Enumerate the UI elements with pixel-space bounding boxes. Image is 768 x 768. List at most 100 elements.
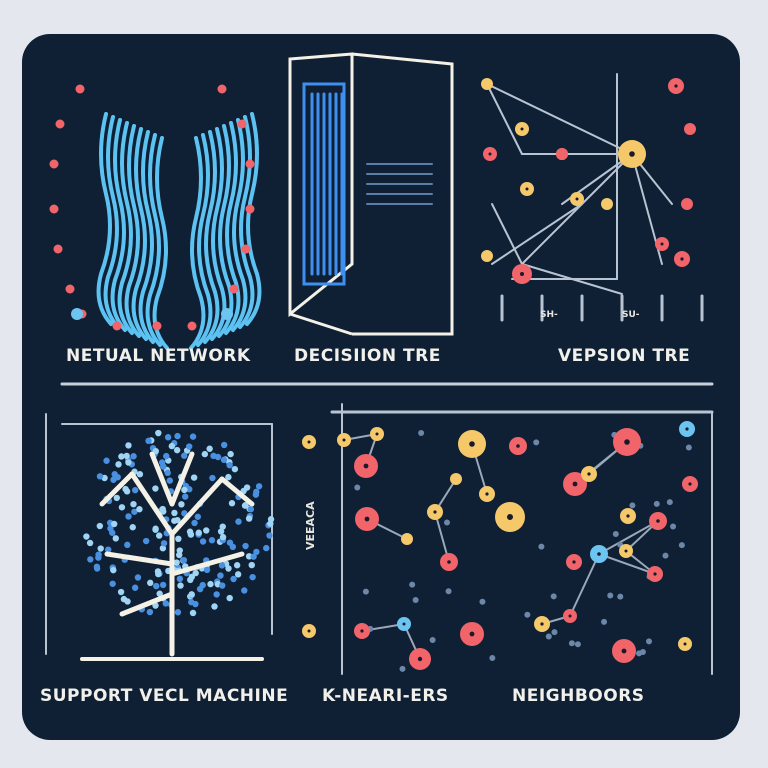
svm-leaf-dot (178, 501, 184, 507)
neuron-node (54, 245, 63, 254)
knn-node (450, 473, 462, 485)
node-center (360, 629, 363, 632)
label-version-tree: VEPSION TRE (558, 346, 690, 366)
svm-leaf-dot (164, 470, 170, 476)
neuron-node (113, 322, 122, 331)
node-center (680, 257, 683, 260)
svm-leaf-dot (160, 506, 166, 512)
label-knn: K-NEARI-ERS (322, 686, 449, 706)
neuron-node (246, 160, 255, 169)
svm-leaf-dot (113, 535, 119, 541)
knn-small-dot (479, 599, 485, 605)
svm-leaf-dot (152, 485, 158, 491)
node-center (521, 128, 524, 131)
graph-edge (522, 154, 632, 264)
knn-small-dot (524, 612, 530, 618)
svm-leaf-dot (219, 582, 225, 588)
svm-leaf-dot (227, 451, 233, 457)
label-neighbors: NEIGHBOORS (512, 686, 645, 706)
knn-small-dot (613, 531, 619, 537)
knn-small-dot (679, 542, 685, 548)
node-center (376, 433, 379, 436)
svm-leaf-dot (124, 488, 130, 494)
svm-leaf-dot (253, 489, 259, 495)
neuron-node (246, 205, 255, 214)
node-center (653, 572, 656, 575)
knn-small-dot (363, 589, 369, 595)
svm-leaf-dot (234, 562, 240, 568)
knn-small-dot (413, 597, 419, 603)
svm-leaf-dot (136, 506, 142, 512)
knn-small-dot (533, 439, 539, 445)
node-center (572, 560, 575, 563)
node-center (470, 632, 475, 637)
node-center (364, 464, 369, 469)
knn-small-dot (617, 594, 623, 600)
svm-leaf-dot (137, 471, 143, 477)
svm-leaf-dot (174, 447, 180, 453)
svm-leaf-dot (235, 571, 241, 577)
svm-leaf-dot (161, 540, 167, 546)
svm-leaf-dot (196, 530, 202, 536)
svm-leaf-dot (225, 565, 231, 571)
svm-leaf-dot (195, 514, 201, 520)
node-center (365, 517, 370, 522)
knn-small-dot (551, 629, 557, 635)
svm-leaf-dot (207, 581, 213, 587)
svm-tree-branch (172, 454, 192, 504)
neuron-node (50, 160, 59, 169)
node-center (597, 552, 601, 556)
svm-leaf-dot (220, 523, 226, 529)
svm-leaf-dot (189, 574, 195, 580)
svm-leaf-dot (210, 453, 216, 459)
svm-tree-branch (107, 554, 172, 564)
neuron-node (230, 285, 239, 294)
svm-leaf-dot (87, 556, 93, 562)
knn-small-dot (646, 638, 652, 644)
svm-leaf-dot (87, 540, 93, 546)
svm-leaf-dot (263, 545, 269, 551)
svm-leaf-dot (226, 595, 232, 601)
svm-tree-branch (222, 479, 252, 504)
svm-leaf-dot (109, 530, 115, 536)
knn-small-dot (551, 593, 557, 599)
node-center (624, 439, 630, 445)
svm-leaf-dot (83, 533, 89, 539)
svm-leaf-dot (147, 609, 153, 615)
node-center (520, 272, 524, 276)
svm-leaf-dot (220, 534, 226, 540)
svm-leaf-dot (132, 585, 138, 591)
svm-leaf-dot (163, 453, 169, 459)
svm-leaf-dot (177, 582, 183, 588)
node-center (674, 84, 677, 87)
graph-node (684, 123, 696, 135)
svm-leaf-dot (111, 521, 117, 527)
knn-small-dot (686, 444, 692, 450)
svm-leaf-dot (177, 576, 183, 582)
node-center (688, 482, 691, 485)
svm-leaf-dot (143, 538, 149, 544)
knn-small-dot (400, 666, 406, 672)
svm-leaf-dot (130, 453, 136, 459)
svm-leaf-dot (181, 557, 187, 563)
svm-leaf-dot (147, 580, 153, 586)
svm-leaf-dot (200, 538, 206, 544)
svm-leaf-dot (211, 603, 217, 609)
svm-leaf-dot (202, 451, 208, 457)
svm-leaf-dot (169, 443, 175, 449)
neuron-node (50, 205, 59, 214)
graph-node (481, 250, 493, 262)
svm-leaf-dot (188, 591, 194, 597)
svm-leaf-dot (221, 457, 227, 463)
node-center (629, 151, 635, 157)
svm-leaf-dot (114, 495, 120, 501)
svm-leaf-dot (242, 502, 248, 508)
knn-small-dot (569, 640, 575, 646)
node-center (516, 444, 520, 448)
knn-small-dot (489, 655, 495, 661)
knn-small-dot (538, 544, 544, 550)
svm-leaf-dot (119, 504, 125, 510)
knn-small-dot (654, 501, 660, 507)
node-center (433, 510, 436, 513)
svm-leaf-dot (219, 562, 225, 568)
